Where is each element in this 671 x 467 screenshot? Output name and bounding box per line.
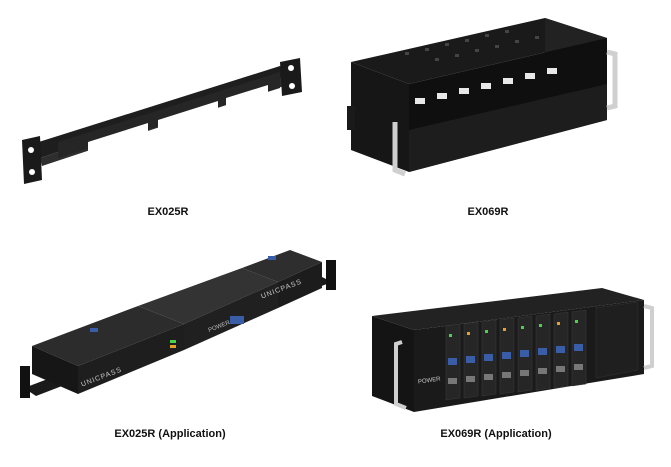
caption-ex069r: EX069R: [467, 206, 509, 218]
ex025r-image: [18, 58, 308, 188]
ex069r-image: [345, 10, 625, 185]
caption-ex069r-application: EX069R (Application): [440, 428, 552, 440]
ex069r-application-image: POWER: [352, 286, 657, 421]
caption-ex025r: EX025R: [147, 206, 189, 218]
ex025r-application-image: UNICPASS UNICPASS POWER: [20, 246, 340, 416]
caption-ex025r-application: EX025R (Application): [114, 428, 226, 440]
